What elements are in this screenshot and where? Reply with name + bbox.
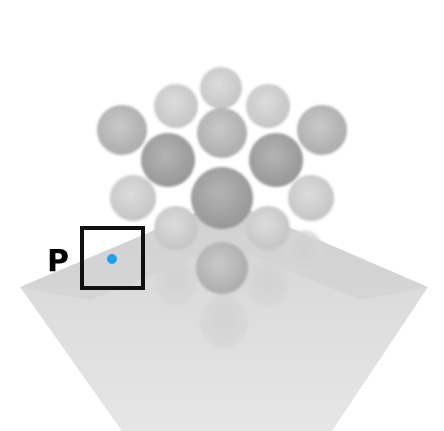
sphere-upper-left xyxy=(154,84,198,128)
sphere-center xyxy=(191,167,253,229)
sphere-upper-center xyxy=(197,108,247,158)
sphere-right-mid xyxy=(249,133,303,187)
sphere-far-right xyxy=(297,105,347,155)
sphere-lower-left xyxy=(154,206,198,250)
sphere-lower-right xyxy=(246,206,290,250)
reflection-4 xyxy=(200,295,248,349)
point-p-label: P xyxy=(47,244,69,279)
sphere-top xyxy=(200,67,242,109)
sphere-bottom xyxy=(196,242,248,294)
sphere-upper-right xyxy=(246,84,290,128)
reflection-5 xyxy=(284,230,324,274)
floor-shadow-band xyxy=(20,200,428,300)
sphere-left-mid xyxy=(141,133,195,187)
sphere-far-left xyxy=(97,105,147,155)
sphere-side-left xyxy=(110,175,156,221)
sphere-side-right xyxy=(288,175,334,221)
sphere-cluster xyxy=(97,67,347,294)
reflection-2 xyxy=(155,259,197,307)
reflection-3 xyxy=(247,259,289,307)
point-p-marker xyxy=(107,254,117,264)
highlight-box xyxy=(80,226,145,290)
